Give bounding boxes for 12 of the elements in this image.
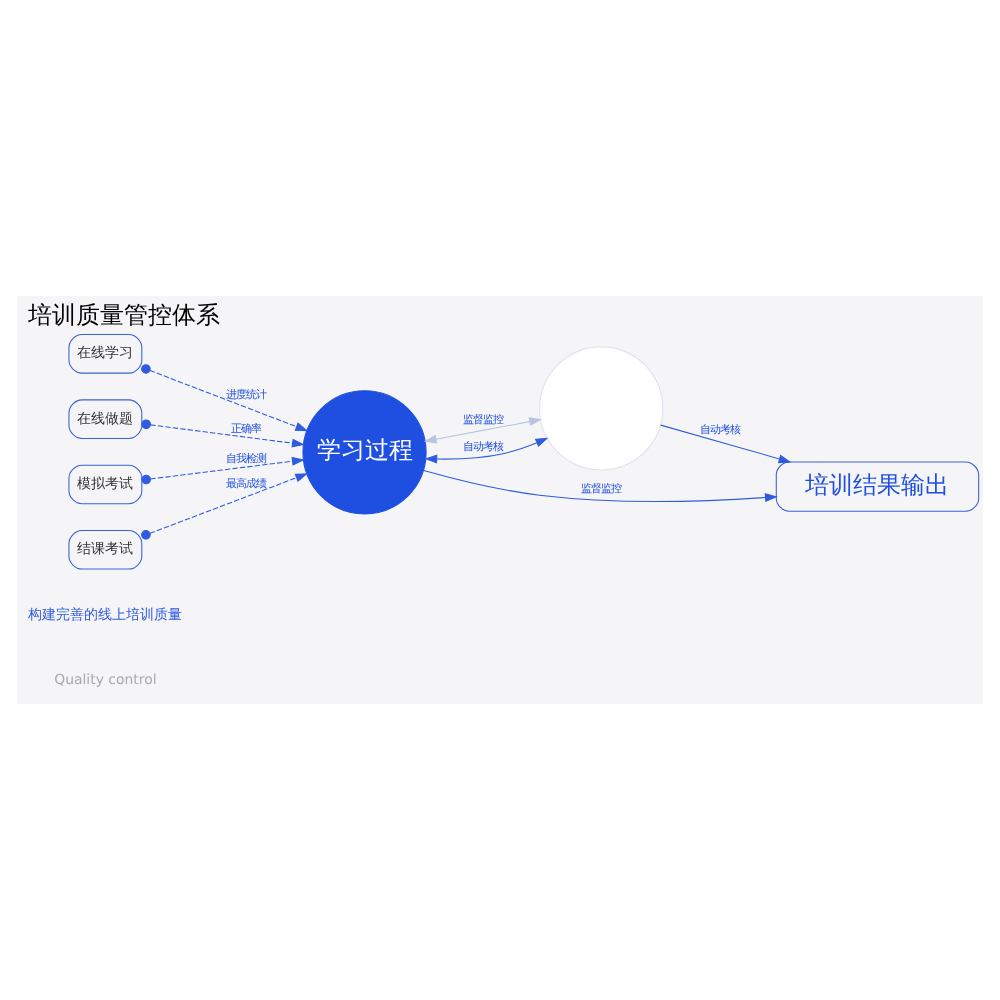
arrow [660, 424, 792, 464]
node-circle [539, 346, 664, 471]
node-box: 培训结果输出 [775, 461, 980, 512]
arrow [424, 437, 549, 464]
node-circle: 学习过程 [302, 390, 427, 515]
arrow [141, 419, 305, 448]
diagram-title: 培训质量管控体系 [27, 301, 220, 330]
arrow [423, 469, 778, 503]
arrow [141, 364, 309, 432]
arrow [141, 473, 309, 540]
arrow [423, 417, 543, 444]
arrow [141, 456, 305, 485]
